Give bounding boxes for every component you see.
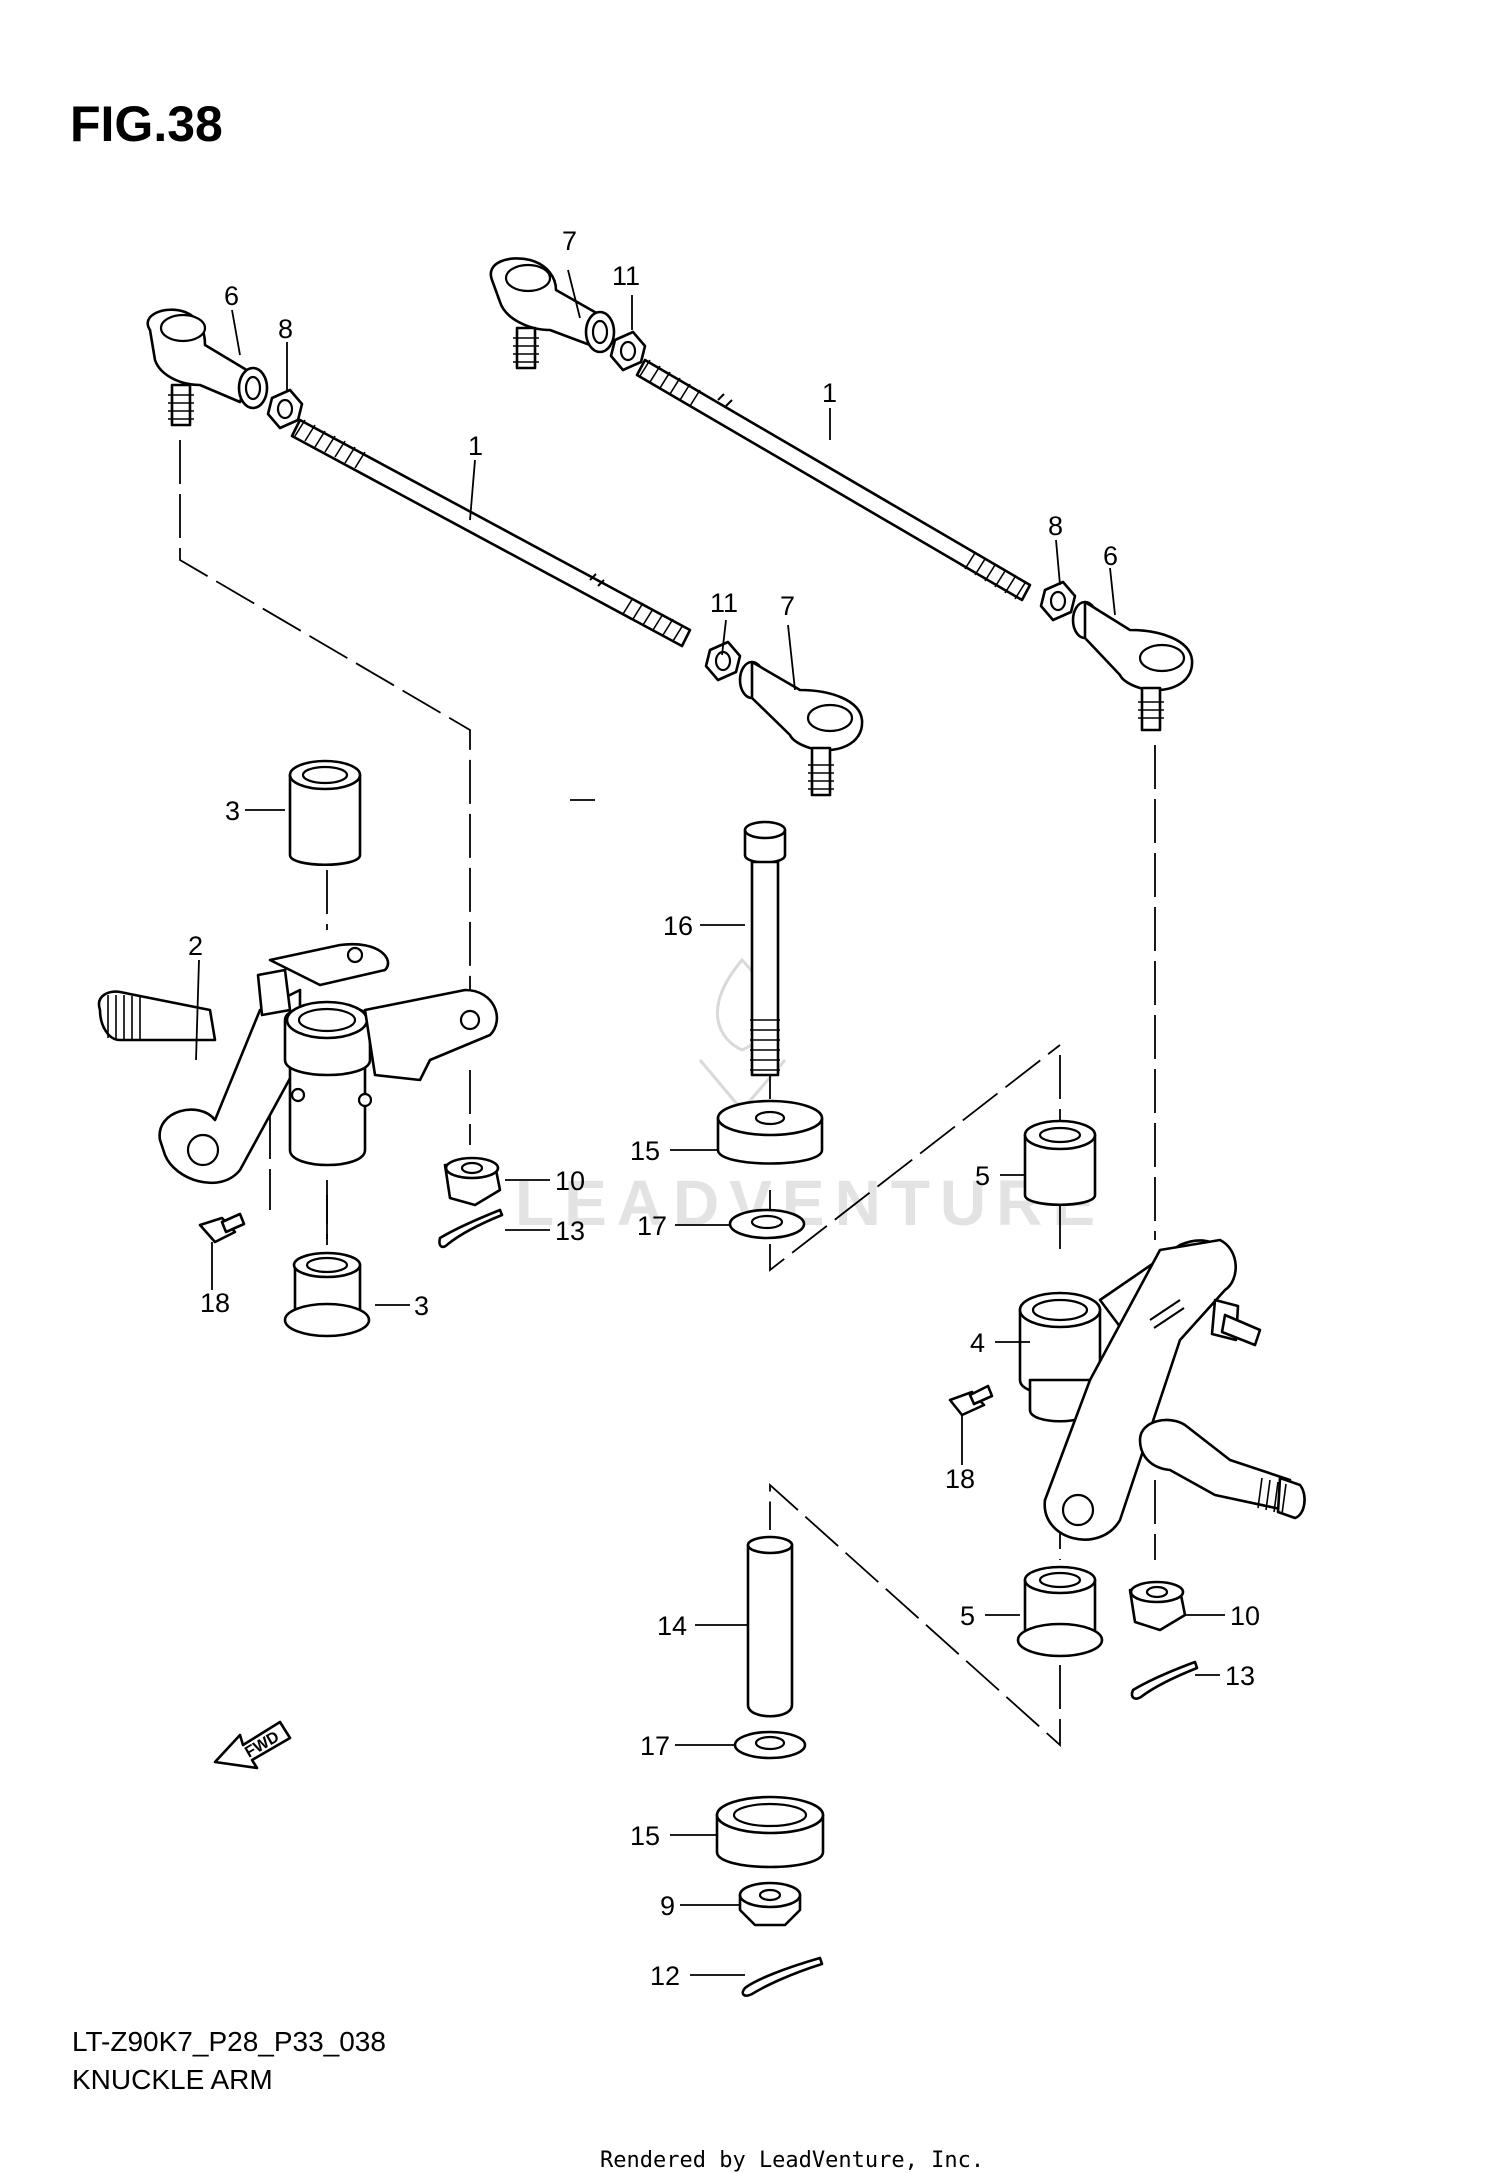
cotter-pin-right (1130, 1660, 1199, 1700)
spacer-15-upper (716, 1099, 824, 1165)
nut-right-inner (1039, 580, 1077, 622)
callout-14: 14 (657, 1611, 687, 1641)
callout-1-right: 1 (822, 378, 837, 408)
callout-15-upper: 15 (630, 1136, 660, 1166)
pipe-14 (746, 1535, 794, 1718)
bushing-left-lower (283, 1251, 371, 1338)
tie-rod-left (290, 418, 692, 648)
callout-9: 9 (660, 1891, 675, 1921)
callout-16: 16 (663, 911, 693, 941)
grease-nipple-right (948, 1384, 994, 1417)
nut-left-outer (266, 388, 304, 430)
callout-17-upper: 17 (637, 1211, 667, 1241)
callout-5-lower: 5 (960, 1601, 975, 1631)
spacer-15-lower (715, 1795, 825, 1869)
tie-rod-end-right-outer (489, 257, 616, 370)
figure-title: FIG.38 (70, 96, 223, 152)
cotter-pin-12 (741, 1956, 824, 1997)
knuckle-arm-left (97, 942, 499, 1185)
callout-6-left: 6 (224, 281, 239, 311)
callout-11-top: 11 (612, 261, 640, 291)
callout-2: 2 (188, 931, 203, 961)
watermark-logo: LEADVENTURE (515, 957, 1105, 1239)
callout-labels: 6 8 1 7 11 11 7 8 1 6 3 2 3 10 13 18 16 … (188, 226, 1260, 1991)
callout-18-left: 18 (200, 1288, 230, 1318)
tie-rod-end-right-inner (1071, 600, 1194, 732)
tie-rod-end-left-outer (146, 308, 269, 427)
grease-nipple-left (198, 1212, 246, 1244)
callout-3-lower: 3 (414, 1291, 429, 1321)
callout-8-left: 8 (278, 314, 293, 344)
bushing-left-upper (288, 759, 362, 867)
washer-17-upper (728, 1208, 806, 1240)
callout-4: 4 (970, 1328, 985, 1358)
callout-15-lower: 15 (630, 1821, 660, 1851)
callout-17-lower: 17 (640, 1731, 670, 1761)
callout-leaders (195, 269, 1225, 1976)
callout-10-left: 10 (555, 1166, 585, 1196)
callout-7-mid: 7 (780, 591, 795, 621)
render-credit: Rendered by LeadVenture, Inc. (600, 2148, 985, 2173)
callout-11-mid: 11 (710, 588, 738, 618)
bushing-right-upper (1023, 1119, 1097, 1207)
callout-13-right: 13 (1225, 1661, 1255, 1691)
fwd-arrow-icon: FWD (213, 1720, 292, 1770)
callout-18-right: 18 (945, 1464, 975, 1494)
callout-6-right: 6 (1103, 541, 1118, 571)
callout-12: 12 (650, 1961, 680, 1991)
cotter-pin-left (438, 1208, 504, 1249)
nut-right-outer (609, 330, 647, 372)
callout-3-upper: 3 (225, 796, 240, 826)
washer-17-lower (733, 1730, 807, 1760)
nut-left-knuckle (443, 1156, 502, 1207)
tie-rod-right (635, 358, 1032, 602)
knuckle-arm-right (1018, 1238, 1306, 1541)
diagram-title: KNUCKLE ARM (72, 2064, 273, 2095)
bolt-16 (743, 820, 787, 1077)
model-code: LT-Z90K7_P28_P33_038 (72, 2026, 386, 2057)
callout-10-right: 10 (1230, 1601, 1260, 1631)
callout-13-left: 13 (555, 1216, 585, 1246)
nut-right-knuckle (1128, 1580, 1187, 1632)
callout-8-right: 8 (1048, 511, 1063, 541)
bushing-right-lower (1016, 1565, 1104, 1658)
watermark-text: LEADVENTURE (515, 1167, 1105, 1239)
nut-9 (738, 1881, 802, 1927)
callout-1-left: 1 (468, 431, 483, 461)
nut-left-inner (704, 640, 742, 682)
callout-5-upper: 5 (975, 1161, 990, 1191)
callout-7-top: 7 (562, 226, 577, 256)
tie-rod-end-left-inner (738, 660, 864, 797)
